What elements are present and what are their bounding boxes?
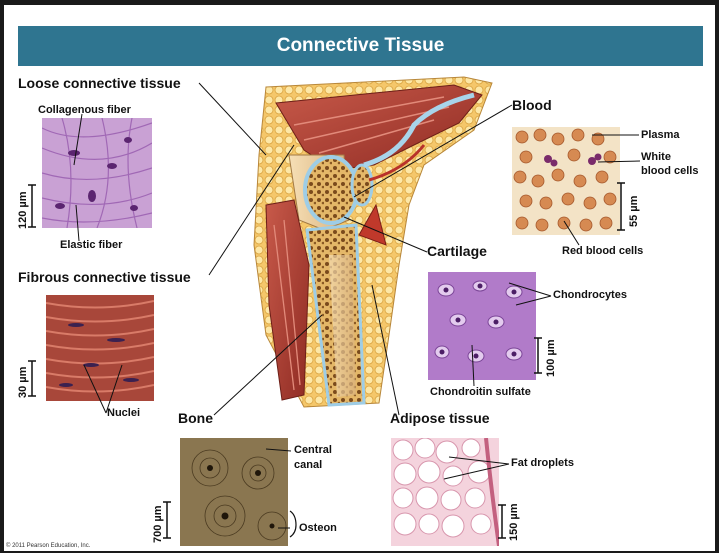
blood-micrograph bbox=[512, 127, 620, 235]
label-white-blood-cells-line2: blood cells bbox=[641, 165, 699, 177]
label-plasma: Plasma bbox=[641, 129, 680, 141]
label-red-blood-cells: Red blood cells bbox=[562, 245, 644, 257]
label-elastic-fiber: Elastic fiber bbox=[60, 239, 123, 251]
label-fat-droplets: Fat droplets bbox=[511, 457, 574, 469]
scale-700-um: 700 µm bbox=[152, 505, 164, 543]
label-loose-connective-tissue: Loose connective tissue bbox=[18, 75, 181, 91]
label-fibrous-connective-tissue: Fibrous connective tissue bbox=[18, 269, 191, 285]
label-bone: Bone bbox=[178, 410, 213, 426]
scale-100-um: 100 µm bbox=[545, 339, 557, 377]
adipose-tissue-micrograph bbox=[391, 438, 499, 546]
label-collagenous-fiber: Collagenous fiber bbox=[38, 104, 131, 116]
label-chondroitin-sulfate: Chondroitin sulfate bbox=[430, 386, 531, 398]
diagram-canvas: Connective Tissue bbox=[4, 5, 715, 551]
copyright-notice: © 2011 Pearson Education, Inc. bbox=[6, 543, 91, 549]
label-white-blood-cells-line1: White bbox=[641, 151, 671, 163]
label-adipose-tissue: Adipose tissue bbox=[390, 410, 490, 426]
scale-55-um: 55 µm bbox=[628, 195, 640, 227]
cartilage-micrograph bbox=[428, 272, 536, 380]
label-osteon: Osteon bbox=[299, 522, 337, 534]
label-central-canal: Central bbox=[294, 444, 332, 456]
label-chondrocytes: Chondrocytes bbox=[553, 289, 627, 301]
scale-30-um: 30 µm bbox=[17, 366, 29, 398]
loose-connective-tissue-micrograph bbox=[42, 118, 152, 228]
scale-150-um: 150 µm bbox=[508, 503, 520, 541]
label-cartilage: Cartilage bbox=[427, 243, 487, 259]
knee-illustration bbox=[253, 76, 493, 408]
page-title: Connective Tissue bbox=[18, 26, 703, 66]
bone-micrograph bbox=[180, 438, 288, 546]
leader-lines bbox=[28, 82, 641, 539]
label-nuclei: Nuclei bbox=[107, 407, 141, 419]
scale-120-um: 120 µm bbox=[17, 191, 29, 229]
label-central-canal-line2: canal bbox=[294, 459, 323, 471]
label-blood: Blood bbox=[512, 97, 552, 113]
fibrous-connective-tissue-micrograph bbox=[46, 295, 154, 401]
